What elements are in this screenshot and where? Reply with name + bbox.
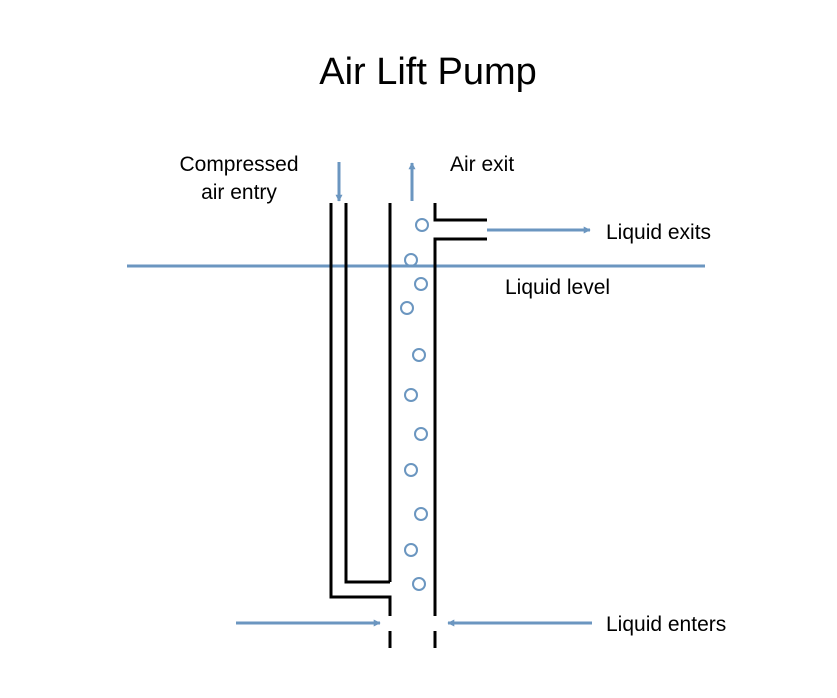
air-bubble	[404, 388, 418, 402]
air-exit-label: Air exit	[450, 153, 514, 176]
air-bubble	[414, 507, 428, 521]
compressed-air-label-line2: air entry	[201, 181, 277, 204]
riser-right-wall-top	[433, 203, 487, 222]
air-bubble	[412, 577, 426, 591]
air-tube-inner-wall	[344, 203, 390, 584]
air-tube-outer-wall	[329, 203, 392, 616]
riser-right-wall	[433, 237, 487, 616]
liquid-exits-label: Liquid exits	[606, 221, 711, 244]
air-bubble	[400, 301, 414, 315]
air-bubble	[414, 277, 428, 291]
air-bubble	[404, 543, 418, 557]
air-bubble	[404, 253, 418, 267]
liquid-enters-label: Liquid enters	[606, 613, 726, 636]
compressed-air-label-line1: Compressed	[179, 153, 298, 176]
air-bubble	[415, 218, 429, 232]
liquid-level-label: Liquid level	[505, 276, 610, 299]
air-bubble	[414, 427, 428, 441]
air-bubble	[412, 348, 426, 362]
air-bubble	[404, 463, 418, 477]
air-bubbles	[400, 218, 429, 591]
diagram-title: Air Lift Pump	[319, 51, 537, 93]
